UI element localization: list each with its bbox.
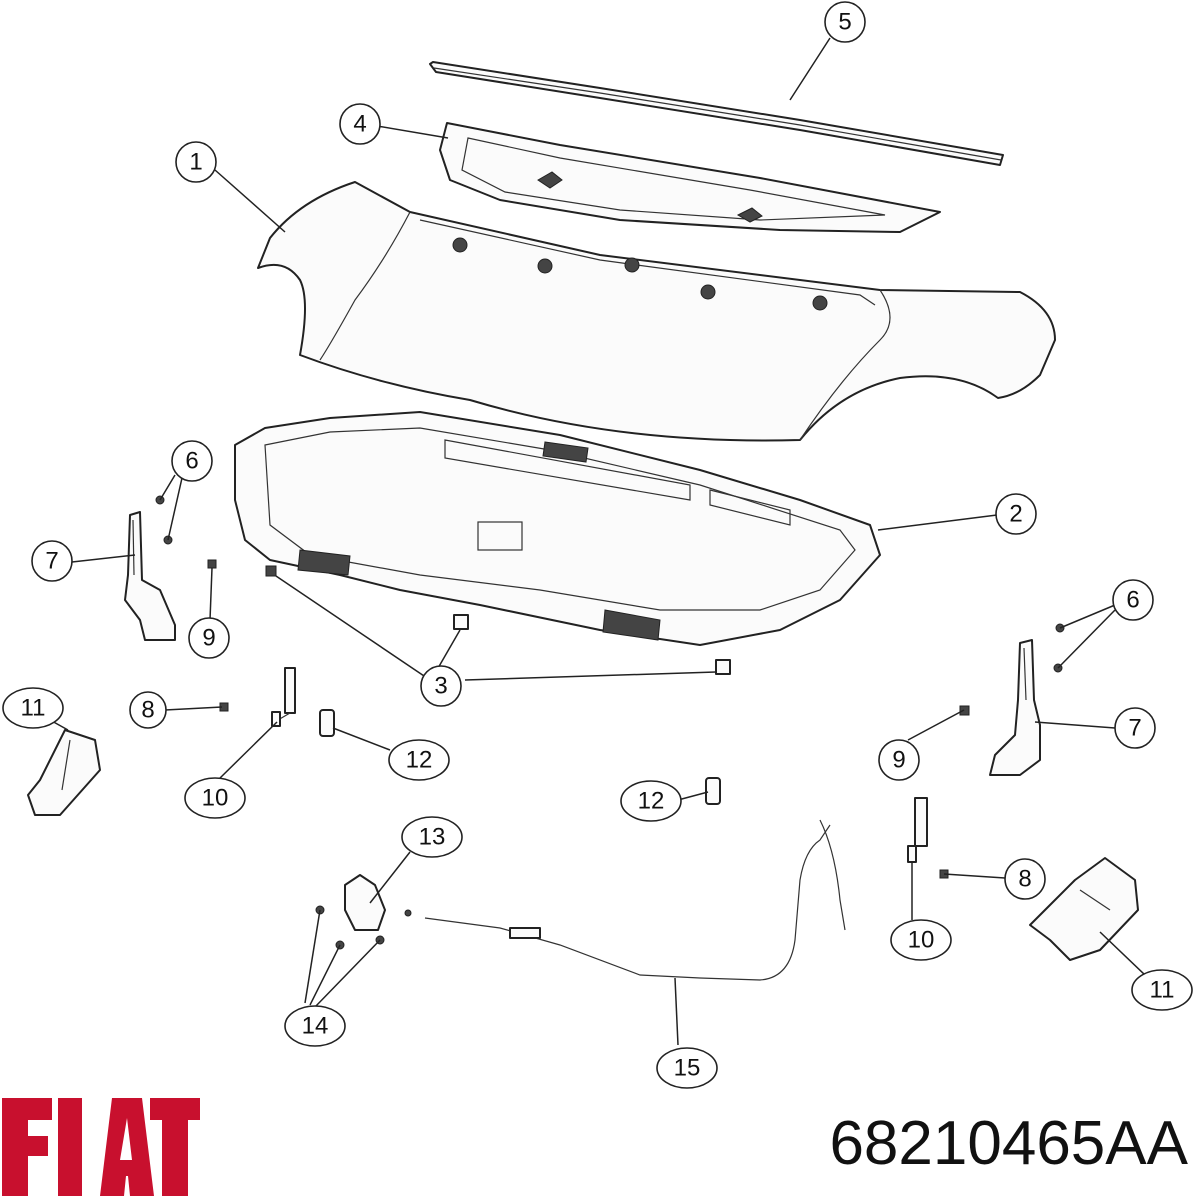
part-small-fasteners	[219, 614, 949, 879]
svg-text:14: 14	[302, 1013, 329, 1040]
callout-7-right: 7	[1114, 707, 1156, 749]
callout-13: 13	[401, 816, 463, 858]
part-bracket-left	[27, 729, 101, 816]
part-number: 68210465AA	[829, 1109, 1188, 1178]
svg-text:8: 8	[1018, 866, 1031, 893]
part-hood-insulator	[439, 122, 941, 233]
svg-text:10: 10	[202, 785, 229, 812]
callout-9-left: 9	[188, 617, 230, 659]
part-hood-inner	[234, 411, 881, 646]
svg-text:9: 9	[202, 625, 215, 652]
callout-7-left: 7	[31, 540, 73, 582]
brand-logo	[2, 1098, 200, 1196]
svg-text:6: 6	[185, 448, 198, 475]
svg-text:6: 6	[1126, 587, 1139, 614]
svg-text:13: 13	[419, 824, 446, 851]
svg-text:15: 15	[674, 1055, 701, 1082]
callout-15: 15	[656, 1047, 718, 1089]
svg-text:1: 1	[189, 149, 202, 176]
part-seal-strip	[429, 61, 1004, 166]
callout-14: 14	[284, 1005, 346, 1047]
callout-8-right: 8	[1004, 858, 1046, 900]
part-hood-latch	[315, 874, 412, 950]
callout-12-left: 12	[388, 739, 450, 781]
part-gas-strut-left	[271, 667, 296, 727]
svg-text:7: 7	[45, 548, 58, 575]
svg-text:2: 2	[1009, 501, 1022, 528]
callout-11-left: 11	[2, 687, 64, 729]
svg-text:4: 4	[353, 111, 366, 138]
callout-10-right: 10	[890, 919, 952, 961]
callout-12-right: 12	[620, 780, 682, 822]
fiat-logo-lettering	[2, 1098, 200, 1196]
callout-1: 1	[175, 141, 217, 183]
callout-2: 2	[995, 493, 1037, 535]
callout-4: 4	[339, 103, 381, 145]
part-hood-panel	[257, 181, 1056, 442]
svg-text:12: 12	[638, 788, 665, 815]
svg-text:10: 10	[908, 927, 935, 954]
svg-text:11: 11	[1150, 977, 1175, 1004]
callout-6-right: 6	[1112, 579, 1154, 621]
callout-3: 3	[420, 665, 462, 707]
callout-6-left: 6	[171, 440, 213, 482]
svg-text:12: 12	[406, 747, 433, 774]
part-hinge-right	[959, 623, 1065, 776]
svg-text:3: 3	[434, 673, 447, 700]
svg-text:5: 5	[838, 9, 851, 36]
callout-9-right: 9	[878, 739, 920, 781]
callout-10-left: 10	[184, 777, 246, 819]
svg-text:8: 8	[141, 697, 154, 724]
part-gas-strut-right	[907, 797, 928, 863]
callout-11-right: 11	[1131, 969, 1193, 1011]
svg-text:9: 9	[892, 747, 905, 774]
callout-8-left: 8	[129, 691, 167, 729]
part-release-cable	[424, 819, 846, 981]
svg-text:11: 11	[21, 695, 46, 722]
callout-5: 5	[824, 1, 866, 43]
svg-text:7: 7	[1128, 715, 1141, 742]
part-bracket-right	[1029, 857, 1139, 961]
leader-lines	[49, 37, 1146, 1046]
